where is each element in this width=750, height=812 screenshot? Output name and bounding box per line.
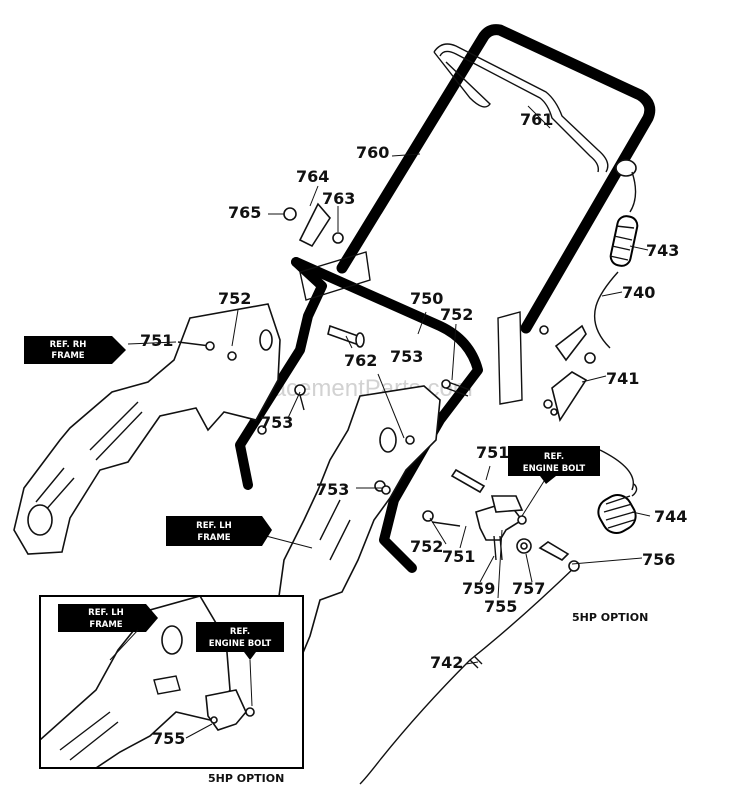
bolt-752-lh	[441, 379, 471, 397]
nut-753-lh	[374, 480, 391, 495]
callout-741: 741	[606, 369, 639, 388]
tag-ref-engine-bolt: REF. ENGINE BOLT	[508, 446, 600, 484]
spring-743	[609, 215, 639, 267]
callout-751-lower: 751	[442, 547, 475, 566]
svg-text:REF.: REF.	[230, 627, 250, 637]
bolt-762	[327, 324, 365, 348]
bracket-755	[475, 495, 527, 541]
leader-lines	[127, 105, 651, 665]
upper-handle-760	[336, 24, 656, 334]
svg-text:ENGINE BOLT: ENGINE BOLT	[523, 464, 586, 474]
callout-764: 764	[296, 167, 329, 186]
control-bail-761	[433, 43, 637, 177]
callout-753-mid: 753	[390, 347, 423, 366]
inset-5hp-option: REF. LH FRAME REF. ENGINE BOLT 755	[39, 595, 304, 769]
washer-752-lh	[422, 510, 461, 527]
cable-742	[359, 565, 577, 785]
svg-text:REF. LH: REF. LH	[88, 608, 124, 618]
callout-759: 759	[462, 579, 495, 598]
panel-plate-right	[497, 311, 523, 405]
callout-760: 760	[356, 143, 389, 162]
knob-right	[539, 324, 596, 364]
bolt-753-upper	[294, 384, 306, 411]
callout-752-lh: 752	[410, 537, 443, 556]
callout-757: 757	[512, 579, 545, 598]
callout-753-rh: 753	[260, 413, 293, 432]
svg-text:FRAME: FRAME	[197, 533, 230, 543]
callout-742: 742	[430, 653, 463, 672]
callout-762: 762	[344, 351, 377, 370]
callout-743: 743	[646, 241, 679, 260]
callout-755: 755	[484, 597, 517, 616]
bracket-741	[543, 371, 588, 422]
callout-756: 756	[642, 550, 675, 569]
bolt-751-rh	[177, 341, 215, 351]
panel-plate-left	[299, 251, 371, 301]
bolt-751-lh	[450, 468, 486, 494]
callout-751-rh: 751	[140, 331, 173, 350]
callout-753-lh: 753	[316, 480, 349, 499]
inset-tag-lh-frame: REF. LH FRAME	[58, 604, 158, 632]
svg-text:REF.: REF.	[544, 452, 564, 462]
callout-761: 761	[520, 110, 553, 129]
caption-5hp-option-main: 5HP OPTION	[572, 611, 648, 624]
rh-frame	[13, 303, 281, 555]
callout-751-lh: 751	[476, 443, 509, 462]
svg-text:ENGINE BOLT: ENGINE BOLT	[209, 639, 272, 649]
svg-text:FRAME: FRAME	[89, 620, 122, 630]
svg-text:REF. LH: REF. LH	[196, 521, 232, 531]
inset-tag-engine-bolt: REF. ENGINE BOLT	[196, 622, 284, 660]
callout-765: 765	[228, 203, 261, 222]
bolt-756	[538, 541, 580, 572]
callout-763: 763	[322, 189, 355, 208]
washer-757	[516, 538, 532, 554]
callout-744: 744	[654, 507, 687, 526]
handle-knob-764	[283, 202, 344, 248]
tag-ref-lh-frame: REF. LH FRAME	[166, 516, 272, 546]
callout-752-rh: 752	[218, 289, 251, 308]
svg-text:FRAME: FRAME	[51, 351, 84, 361]
svg-text:REF. RH: REF. RH	[50, 340, 87, 350]
inset-callout-755: 755	[152, 729, 185, 748]
tag-ref-rh-frame: REF. RH FRAME	[24, 336, 126, 364]
callout-752-upper: 752	[440, 305, 473, 324]
control-cable-link	[599, 449, 634, 491]
lh-frame	[275, 385, 441, 662]
cable-740	[593, 171, 637, 349]
inset-bracket-755	[205, 689, 255, 731]
callouts: 761 760 764 765 763 743 740 752 750 752 …	[140, 110, 687, 672]
spring-744	[597, 483, 638, 534]
callout-740: 740	[622, 283, 655, 302]
caption-5hp-option-inset: 5HP OPTION	[208, 772, 284, 785]
callout-750: 750	[410, 289, 443, 308]
